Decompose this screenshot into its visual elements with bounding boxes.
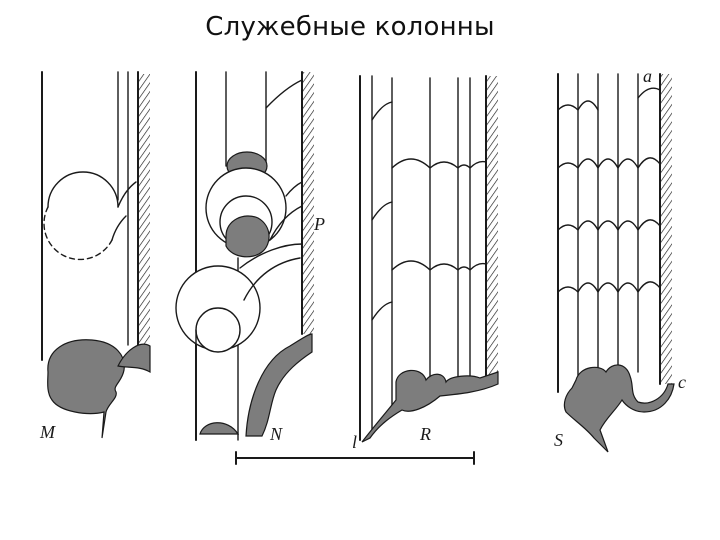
figure-n-base-left (199, 422, 240, 435)
figure-m-arc (47, 171, 119, 208)
figure-n-p-curve (285, 181, 303, 197)
slide-title: Служебные колонны (205, 12, 495, 42)
figure-r-arch-5 (371, 301, 393, 321)
figure-s-course-top (557, 100, 599, 111)
figure-n-base-right (245, 333, 313, 437)
figure-n-lower-curve (239, 243, 303, 269)
figure-s: a c S (554, 66, 686, 453)
figure-n-wall-hatch (302, 72, 314, 334)
figure-s-course-2 (557, 219, 661, 231)
figure-n-lower-curve-2 (243, 257, 301, 301)
label-p: P (313, 214, 325, 234)
label-l: l (352, 432, 357, 452)
figure-s-course-1 (557, 157, 661, 169)
figure-s-wall-hatch (660, 74, 672, 384)
figure-n-lower-inner (195, 307, 241, 353)
figure-s-course-3 (557, 281, 661, 293)
figure-r-arch-3 (371, 101, 393, 121)
figure-r-arch-2 (391, 260, 487, 271)
scale-bar (235, 451, 475, 465)
figure-r: R l (352, 75, 499, 452)
figure-n-top-curve (265, 79, 303, 109)
figure-m-wall-hatch (138, 74, 150, 344)
figure-r-wall-hatch (486, 76, 498, 376)
figure-m-base-wall (117, 343, 151, 374)
figure-n-p-curve-2 (269, 205, 303, 241)
figure-s-course-top-2 (637, 87, 661, 99)
label-r: R (419, 424, 431, 444)
figure-n-capital-shade (225, 215, 270, 258)
figure-m-dashed-arc (43, 206, 113, 261)
label-a: a (643, 66, 652, 86)
figure-r-base (361, 369, 499, 443)
label-s: S (554, 430, 563, 450)
label-n: N (269, 424, 283, 444)
figure-m-curve-2 (111, 215, 127, 241)
figure-m-base (47, 339, 125, 439)
label-c: c (678, 372, 686, 392)
figure-s-base (563, 364, 675, 453)
label-m: M (39, 422, 56, 442)
figure-m-curve (117, 181, 137, 208)
figure-r-arch-1 (391, 158, 487, 169)
figure-m: M (39, 71, 151, 442)
figure-r-arch-4 (371, 201, 393, 221)
figure-n: P N (175, 71, 325, 444)
